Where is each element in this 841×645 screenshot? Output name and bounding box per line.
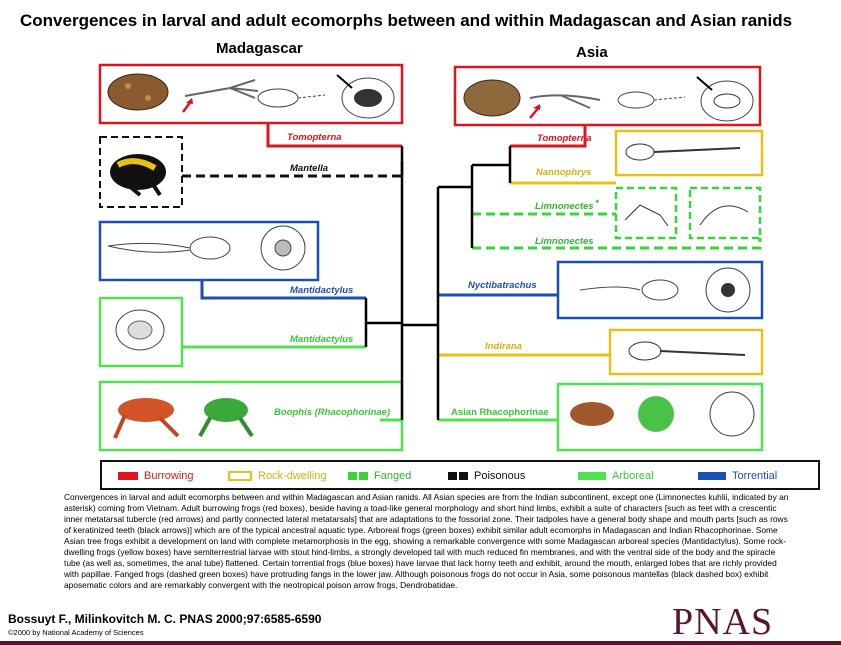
legend-label-burrowing: Burrowing	[144, 470, 194, 482]
legend-swatch-rock-dwelling	[228, 471, 252, 481]
legend-swatch-burrowing	[118, 472, 138, 480]
region-label-asia: Asia	[576, 44, 608, 61]
legend-swatch-poisonous	[448, 472, 468, 480]
box-mad-burrowing	[98, 63, 404, 125]
tree-backbone-madagascar	[364, 146, 438, 420]
taxon-label-asia-indirana: Indirana	[485, 341, 522, 352]
footer-bar	[0, 641, 841, 645]
legend-item-fanged: Fanged	[348, 470, 411, 482]
legend-label-arboreal: Arboreal	[612, 470, 654, 482]
legend-label-rock-dwelling: Rock-dwelling	[258, 470, 327, 482]
legend-item-poisonous: Poisonous	[448, 470, 525, 482]
taxon-label-asia-tomopterna: Tomopterna	[537, 133, 592, 144]
box-asia-torrential	[556, 260, 764, 320]
taxon-label-asia-limnonectes-star: Limnonectes	[535, 201, 594, 212]
box-mad-poisonous	[99, 136, 183, 208]
figure-title: Convergences in larval and adult ecomorp…	[20, 11, 793, 30]
taxon-label-asia-rhacophorinae: Asian Rhacophorinae	[451, 407, 549, 418]
tree-backbone-asia	[436, 146, 512, 420]
citation-authors: Bossuyt F., Milinkovitch M. C. PNAS 2000…	[8, 612, 322, 626]
region-label-madagascar: Madagascar	[216, 40, 303, 57]
branch-asia-limnonectes	[472, 238, 762, 250]
pnas-logo: PNAS	[672, 601, 774, 643]
legend-swatch-fanged	[348, 472, 368, 480]
branch-mad-boophis	[380, 418, 404, 422]
taxon-label-mad-tomopterna: Tomopterna	[287, 132, 342, 143]
taxon-label-asia-nyctibatrachus: Nyctibatrachus	[468, 280, 537, 291]
taxon-label-asia-limnonectes-asterisk: *	[595, 198, 600, 209]
legend-swatch-torrential	[698, 472, 726, 480]
legend-label-fanged: Fanged	[374, 470, 412, 482]
copyright-notice: ©2000 by National Academy of Sciences	[8, 628, 144, 637]
legend-item-torrential: Torrential	[698, 470, 777, 482]
box-mad-torrential	[98, 220, 320, 282]
box-asia-rock-dwelling-nannophrys	[614, 129, 764, 177]
taxon-label-mad-boophis: Boophis (Rhacophorinae)	[274, 407, 390, 418]
ecomorph-legend: Burrowing Rock-dwelling Fanged Poisonous…	[100, 460, 820, 490]
branch-asia-tomopterna	[510, 125, 587, 148]
box-mad-arboreal-tadpole	[98, 296, 184, 368]
taxon-label-asia-limnonectes: Limnonectes	[535, 236, 594, 247]
phylogenetic-tree-figure: Tomopterna Mantella Mantidactylus Mantid…	[98, 63, 764, 452]
taxon-label-mad-mantella: Mantella	[290, 163, 328, 174]
legend-item-rock-dwelling: Rock-dwelling	[228, 470, 326, 482]
box-asia-fanged	[614, 186, 762, 240]
branch-mad-tomopterna	[266, 123, 402, 148]
box-asia-arboreal	[556, 382, 764, 452]
legend-label-poisonous: Poisonous	[474, 470, 526, 482]
legend-item-burrowing: Burrowing	[118, 470, 194, 482]
box-asia-burrowing	[453, 65, 762, 127]
legend-swatch-arboreal	[578, 472, 606, 480]
legend-label-torrential: Torrential	[732, 470, 778, 482]
taxon-label-asia-nannophrys: Nannophrys	[536, 167, 591, 178]
taxon-label-mad-mantidactylus-arboreal: Mantidactylus	[290, 334, 353, 345]
box-asia-rock-dwelling-indirana	[608, 328, 764, 376]
figure-caption: Convergences in larval and adult ecomorp…	[64, 492, 789, 590]
branch-mad-mantidactylus-torrential	[200, 280, 366, 300]
legend-item-arboreal: Arboreal	[578, 470, 654, 482]
taxon-label-mad-mantidactylus-torrential: Mantidactylus	[290, 285, 353, 296]
